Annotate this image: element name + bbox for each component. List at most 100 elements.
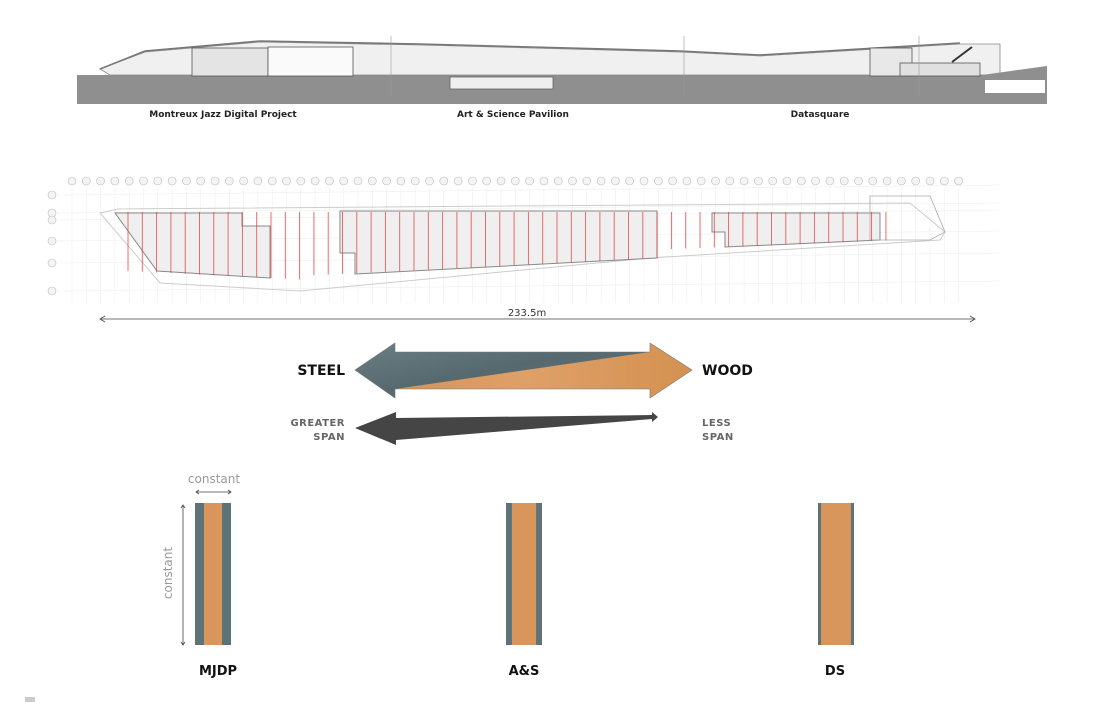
grid-bubble — [754, 176, 763, 186]
column-section-as — [506, 503, 542, 645]
grid-bubble — [568, 176, 577, 186]
grid-bubble — [882, 176, 892, 186]
grid-bubble — [425, 176, 434, 186]
plan-block-as — [339, 210, 658, 275]
page-marker-icon — [25, 697, 35, 702]
grid-bubble — [668, 176, 677, 186]
grid-bubble — [382, 176, 391, 186]
column-label-mjdp: MJDP — [199, 664, 237, 679]
grid-bubble — [854, 176, 863, 186]
grid-bubble — [210, 176, 220, 186]
arrow-outline — [354, 342, 693, 399]
grid-bubble — [782, 176, 792, 186]
ground-slab — [77, 75, 1047, 104]
grid-bubble — [868, 176, 878, 186]
structural-plan: 233.5m — [47, 176, 1001, 323]
column-label-as: A&S — [509, 664, 540, 679]
grid-bubble — [553, 176, 563, 186]
grid-bubble — [525, 176, 534, 186]
grid-bubble — [153, 176, 163, 186]
wood-core — [204, 503, 222, 645]
grid-bubble — [696, 176, 706, 186]
grid-bubble — [954, 176, 963, 186]
less-span-label-1: LESS — [702, 418, 731, 429]
width-arrow-right — [227, 489, 232, 495]
site-outline — [99, 202, 946, 292]
grid-bubble — [539, 176, 549, 186]
mjdp-room — [191, 47, 269, 77]
plan-block-ds — [711, 212, 881, 248]
grid-bubble — [482, 176, 492, 186]
grid-bubble — [396, 176, 406, 186]
column-section-ds — [818, 503, 854, 645]
grid-bubble — [196, 176, 205, 186]
grid-line — [56, 202, 1001, 214]
wood-core — [821, 503, 851, 645]
grid-bubble — [47, 258, 57, 268]
less-span-label-2: SPAN — [702, 432, 734, 443]
grid-bubble — [47, 215, 57, 225]
greater-span-label-1: GREATER — [290, 418, 345, 429]
grid-bubble — [639, 176, 649, 186]
grid-bubble — [282, 176, 291, 186]
grid-bubble — [239, 176, 248, 186]
grid-bubble — [725, 176, 735, 186]
grid-bubble — [925, 176, 935, 186]
datasquare-lower — [899, 62, 981, 77]
section-label-ds: Datasquare — [791, 110, 850, 120]
width-constant-label: constant — [188, 472, 240, 486]
grid-bubble — [167, 176, 177, 186]
grid-bubble — [339, 176, 349, 186]
grid-bubble — [911, 176, 921, 186]
building-section: Montreux Jazz Digital Project Art & Scie… — [77, 36, 1047, 120]
grid-bubble — [82, 176, 91, 186]
grid-bubble — [110, 176, 120, 186]
grid-bubble — [410, 176, 420, 186]
stair — [951, 46, 973, 63]
height-arrow-bottom — [180, 641, 186, 646]
grid-bubble — [768, 176, 778, 186]
span-arrow-shape — [355, 412, 658, 445]
grid-bubble — [310, 176, 320, 186]
grid-bubble — [625, 176, 635, 186]
grid-bubble — [225, 176, 234, 186]
grid-bubble — [510, 176, 520, 186]
grid-line — [56, 280, 1001, 292]
section-label-mjdp: Montreux Jazz Digital Project — [149, 110, 297, 120]
wood-core — [511, 503, 537, 645]
underground-room — [449, 76, 554, 90]
grid-bubble — [47, 286, 57, 296]
plan-block-end — [869, 195, 946, 241]
greater-span-label-2: SPAN — [313, 432, 345, 443]
grid-bubble — [825, 176, 835, 186]
grid-bubble — [711, 176, 720, 186]
grid-bubble — [596, 176, 606, 186]
grid-bubble — [682, 176, 692, 186]
mjdp-hall — [267, 46, 354, 77]
grid-bubble — [267, 176, 277, 186]
column-sections: constant constant MJDP A&S DS — [161, 472, 854, 679]
wood-label: WOOD — [702, 363, 753, 379]
section-label-as: Art & Science Pavilion — [457, 110, 569, 120]
dimension-arrow-right — [969, 315, 976, 323]
grid-bubble — [325, 176, 334, 186]
grid-bubble — [47, 236, 57, 246]
grid-bubble — [611, 176, 620, 186]
column-label-ds: DS — [825, 664, 845, 679]
grid-bubbles — [47, 176, 963, 296]
grid-bubble — [367, 176, 377, 186]
material-arrow: STEEL WOOD — [297, 342, 753, 399]
grid-bubble — [296, 176, 306, 186]
steel-fill — [355, 343, 650, 398]
grid-bubble — [439, 176, 449, 186]
grid-bubble — [353, 176, 363, 186]
grid-bubble — [897, 176, 906, 186]
width-arrow-left — [195, 489, 200, 495]
grid-bubble — [453, 176, 463, 186]
grid-bubble — [811, 176, 820, 186]
dimension-label: 233.5m — [508, 308, 546, 319]
grid-bubble — [582, 176, 592, 186]
grid-bubble — [47, 190, 57, 200]
parking-void — [985, 80, 1045, 93]
